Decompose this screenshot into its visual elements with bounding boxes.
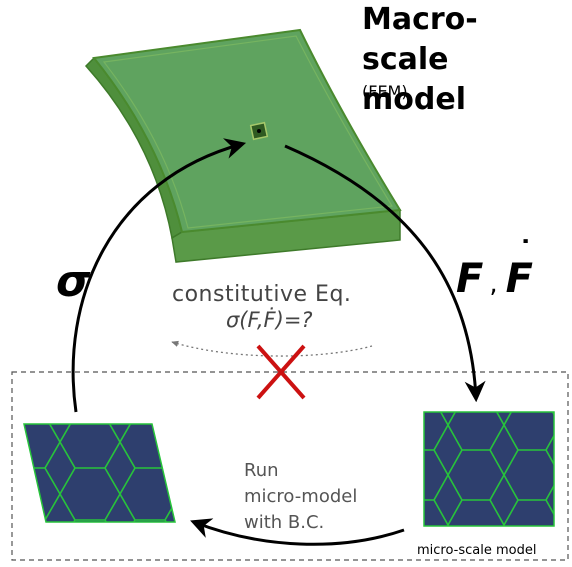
- fem-label: (FEM): [362, 82, 408, 101]
- macro-plate: [84, 28, 402, 263]
- micro-model-right: [423, 411, 555, 527]
- micro-scale-box: [11, 371, 569, 561]
- run-micro-model-label: Run micro-model with B.C.: [244, 458, 357, 536]
- plate-top-face: [92, 28, 402, 234]
- run-line-1: Run: [244, 460, 279, 481]
- deformation-label: F,F: [456, 234, 534, 302]
- deformation-arrow: [284, 144, 486, 403]
- micro-model-left: [23, 423, 176, 523]
- run-micro-model-arrow: [190, 518, 405, 546]
- cross-icon: [256, 344, 306, 400]
- plate-front-face: [171, 209, 401, 263]
- deformation-gradient-symbol: F: [456, 256, 484, 302]
- plate-edge-highlight: [102, 35, 394, 229]
- constitutive-dashed-arrow: [171, 340, 373, 357]
- constitutive-equation-formula: σ(F,Ḟ)=?: [226, 308, 313, 332]
- deformation-separator: ,: [489, 269, 498, 299]
- deformation-rate-symbol: F: [506, 234, 534, 302]
- constitutive-equation-label: constitutive Eq.: [172, 282, 352, 307]
- run-line-2: micro-model: [244, 486, 358, 507]
- macro-scale-title: Macro-scale model: [362, 2, 478, 117]
- stress-return-arrow: [71, 138, 247, 413]
- stress-symbol: σ: [56, 256, 91, 307]
- micro-scale-label: micro-scale model: [417, 543, 537, 558]
- run-line-3: with B.C.: [244, 512, 325, 533]
